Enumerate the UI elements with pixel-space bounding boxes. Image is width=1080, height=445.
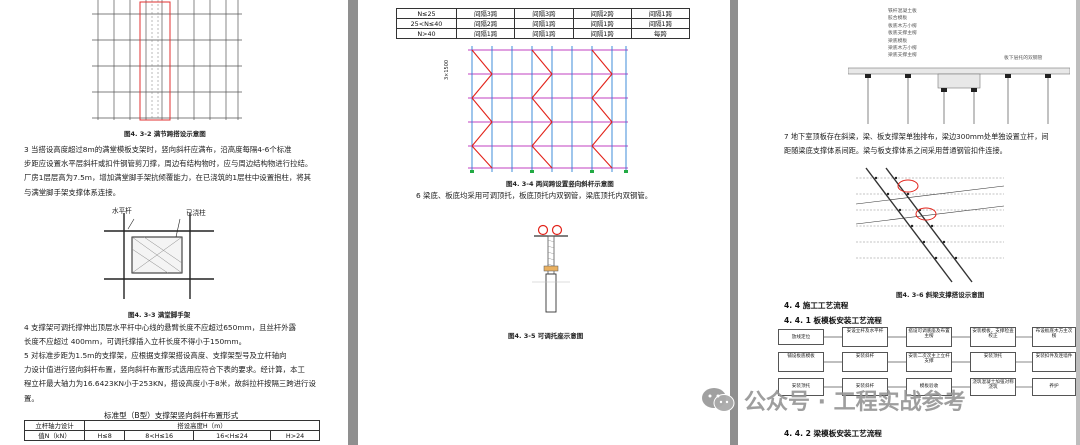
flow-step: 安装扣件及连墙件 [1032, 352, 1076, 372]
flow-step: 安装二次次主上立杆支撑 [906, 352, 952, 372]
column-hoop-drawing [104, 213, 214, 299]
section-heading-4-4-2: 4. 4. 2 梁模板安装工艺流程 [784, 429, 882, 438]
flow-arrows [824, 336, 1032, 388]
flow-step: 养护 [1032, 378, 1076, 396]
flow-step: 搭设可调底座及布置主楞 [906, 327, 952, 347]
figure-caption-4-3-5: 图4. 3-5 可调托座示意图 [508, 332, 584, 340]
flow-step: 铺设板底模板 [778, 352, 824, 372]
inclined-beam-support-plan [856, 167, 1004, 283]
support-note: 板下层托的双钢管 [1004, 56, 1043, 61]
flow-step: 浇筑混凝土加强对称浇筑 [970, 378, 1016, 396]
adjustable-support-drawing [532, 224, 570, 313]
layer-legend: 铁杆混凝土板胶合模板板底木方小楞板底支撑主楞梁底模板梁底木方小楞梁底支撑主楞 [888, 9, 917, 59]
beam-slab-section-drawing [848, 67, 1070, 124]
paragraph-3: 3 当搭设高度超过8m的满堂模板支架时，竖向斜杆应满布，沿高度每隔4-6个标准步… [24, 145, 313, 197]
figure-caption-4-3-4: 图4. 3-4 两间跨设置竖向斜杆示意图 [506, 180, 614, 188]
wechat-icon [702, 388, 735, 412]
flow-step: 放线定位 [778, 329, 824, 345]
diagonal-bracing-elevation-drawing [468, 46, 628, 173]
watermark-text: 公众号 · 工程实战参考 [744, 390, 966, 415]
figure-caption-4-3-2: 图4. 3-2 满节跨搭设示意图 [124, 130, 206, 138]
flow-step: 布设板底木方主次楞 [1032, 327, 1076, 347]
figure-caption-4-3-3: 图4. 3-3 满堂脚手架 [128, 311, 191, 319]
paragraph-5: 5 对标准步距为1.5m的支撑架，应根据支撑架搭设高度、支撑架型号及立杆轴向力设… [24, 351, 316, 403]
paragraph-7: 7 地下室顶板存在斜梁，梁、板支撑架单独排布，梁边300mm处单独设置立杆，间距… [784, 132, 1049, 156]
flow-step: 安装斜杆 [842, 378, 888, 396]
wechat-watermark: 公众号 · 工程实战参考 [700, 384, 966, 416]
label-horizontal-bar: 水平杆 [112, 207, 132, 215]
table-title: 标准型（B型）支撑架竖向斜杆布置形式 [104, 411, 239, 420]
flow-step: 模板验收 [906, 378, 952, 396]
scaffold-elevation-drawing [92, 0, 242, 121]
figure-caption-4-3-6: 图4. 3-6 斜梁支撑搭设示意图 [896, 291, 985, 299]
paragraph-4: 4 支撑架可调托撑伸出顶层水平杆中心线的悬臂长度不应超过650mm，且丝杆外露长… [24, 323, 297, 347]
flow-step: 安装斜杆 [842, 352, 888, 372]
label-poured-column: 已浇柱 [186, 209, 206, 217]
paragraph-6: 6 梁底、板底均采用可调顶托，板底顶托内双钢管，梁底顶托内双钢管。 [416, 191, 653, 200]
document-page-3: 铁杆混凝土板胶合模板板底木方小楞板底支撑主楞梁底模板梁底木方小楞梁底支撑主楞 板… [738, 0, 1080, 445]
flow-step: 安装模板，支撑检查校正 [970, 327, 1016, 347]
flow-step: 安设立杆及水平杆 [842, 327, 888, 347]
dimension-label: 3×1500 [444, 59, 450, 80]
section-heading-4-4-1: 4. 4. 1 板模板安装工艺流程 [784, 316, 882, 325]
section-heading-4-4: 4. 4 施工工艺流程 [784, 301, 849, 310]
scrollbar[interactable] [1076, 0, 1080, 445]
flow-step: 安装顶托 [970, 352, 1016, 372]
flow-step: 安装顶托 [778, 378, 824, 396]
document-page-1: 图4. 3-2 满节跨搭设示意图 3 当搭设高度超过8m的满堂模板支架时，竖向斜… [0, 0, 348, 445]
